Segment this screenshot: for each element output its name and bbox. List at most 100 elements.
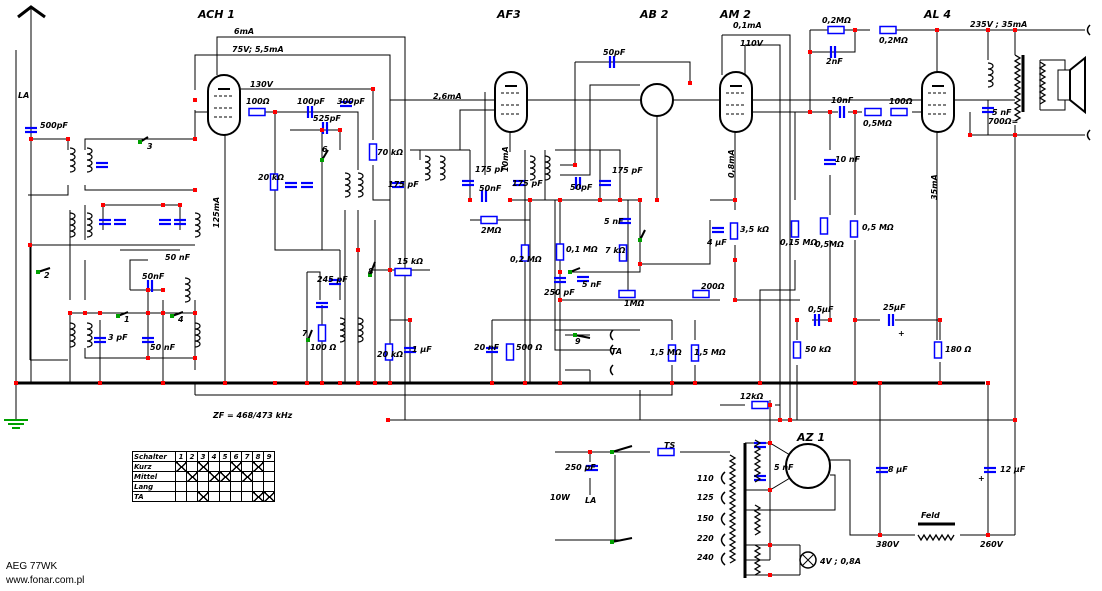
resistor — [849, 220, 859, 238]
junction-dot — [98, 311, 102, 315]
component-label: 50nF — [142, 272, 165, 281]
junction-dot — [161, 288, 165, 292]
capacitor — [554, 276, 566, 284]
junction-dot — [935, 28, 939, 32]
junction-dot — [878, 533, 882, 537]
capacitor — [174, 218, 186, 226]
switch-column-header: 9 — [263, 451, 275, 462]
capacitor — [25, 126, 37, 134]
junction-dot — [938, 318, 942, 322]
switch-open-cell — [263, 461, 275, 472]
component-label: 10nF — [831, 96, 854, 105]
junction-dot — [1013, 133, 1017, 137]
junction-dot — [386, 418, 390, 422]
component-label: 250 pF — [544, 288, 575, 297]
switch-open-cell — [230, 491, 242, 502]
junction-dot — [1013, 28, 1017, 32]
heater-winding — [753, 504, 762, 536]
junction-dot — [638, 262, 642, 266]
wire — [84, 185, 195, 191]
switch-column-header: 5 — [219, 451, 231, 462]
component-label: 1,5 MΩ — [650, 348, 682, 357]
resistor — [269, 173, 279, 191]
junction-dot — [490, 381, 494, 385]
resistor — [317, 324, 327, 342]
component-label: 110 — [697, 474, 714, 483]
switch-column-header: 4 — [208, 451, 220, 462]
switch-contact — [368, 273, 372, 277]
junction-dot — [338, 128, 342, 132]
component-label: 0,5µF — [808, 305, 834, 314]
wire — [810, 30, 856, 53]
junction-dot — [146, 356, 150, 360]
junction-dot — [558, 198, 562, 202]
component-label: 240 — [697, 553, 714, 562]
junction-dot — [733, 298, 737, 302]
wire — [31, 138, 69, 150]
resistor — [864, 107, 882, 117]
wire — [830, 459, 880, 536]
capacitor — [712, 226, 724, 234]
resistor — [555, 243, 565, 261]
switch-open-cell — [197, 471, 209, 482]
component-label: 100pF — [297, 97, 325, 106]
switch-icon — [611, 537, 633, 543]
junction-dot — [373, 381, 377, 385]
junction-dot — [938, 381, 942, 385]
switch-open-cell — [175, 481, 187, 492]
switch-table-title: Schalter — [132, 451, 176, 462]
voltage-tap-socket — [720, 471, 726, 485]
capacitor — [159, 218, 171, 226]
switch-column-header: 6 — [230, 451, 242, 462]
wire — [265, 111, 359, 170]
resistor — [790, 220, 800, 238]
component-label: 3,5 kΩ — [740, 225, 769, 234]
component-label: 10 nF — [835, 155, 861, 164]
source-caption: www.fonar.com.pl — [6, 575, 85, 586]
component-label: 10W — [550, 493, 571, 502]
component-label: 5 nF — [774, 463, 794, 472]
coil-icon — [69, 147, 76, 173]
lamp-winding — [753, 544, 762, 576]
component-label: LA — [18, 91, 29, 100]
component-label: 1,5 MΩ — [694, 348, 726, 357]
capacitor — [577, 275, 589, 283]
junction-dot — [693, 381, 697, 385]
component-label: 100Ω — [246, 97, 270, 106]
band-name: Mittel — [132, 471, 176, 482]
wire — [216, 36, 406, 420]
switch-open-cell — [219, 481, 231, 492]
component-label: 100Ω — [889, 97, 913, 106]
switch-closed-mark — [241, 471, 253, 482]
junction-dot — [1013, 418, 1017, 422]
coil-icon — [184, 277, 191, 303]
switch-table-row: TA — [132, 491, 275, 502]
component-label: 300pF — [337, 97, 365, 106]
capacitor — [599, 179, 611, 187]
component-label: 125 — [697, 493, 714, 502]
capacitor — [114, 218, 126, 226]
switch-contact — [306, 338, 310, 342]
output-secondary-winding — [1038, 61, 1047, 105]
wire — [84, 348, 195, 359]
wire — [372, 99, 1015, 201]
component-label: 500 Ω — [516, 343, 542, 352]
switch-icon — [574, 334, 591, 339]
jack-socket — [609, 329, 614, 341]
voltage-tap-socket — [720, 533, 726, 547]
wire — [560, 84, 640, 176]
speaker-magnet — [1057, 69, 1071, 101]
wire — [745, 477, 791, 491]
coil-icon — [424, 155, 431, 181]
junction-dot — [878, 381, 882, 385]
junction-dot — [146, 311, 150, 315]
capacitor — [99, 218, 111, 226]
capacitor — [887, 314, 895, 326]
capacitor — [486, 346, 498, 354]
resistor — [618, 244, 628, 262]
tube-ab2 — [640, 83, 674, 117]
junction-dot — [193, 98, 197, 102]
